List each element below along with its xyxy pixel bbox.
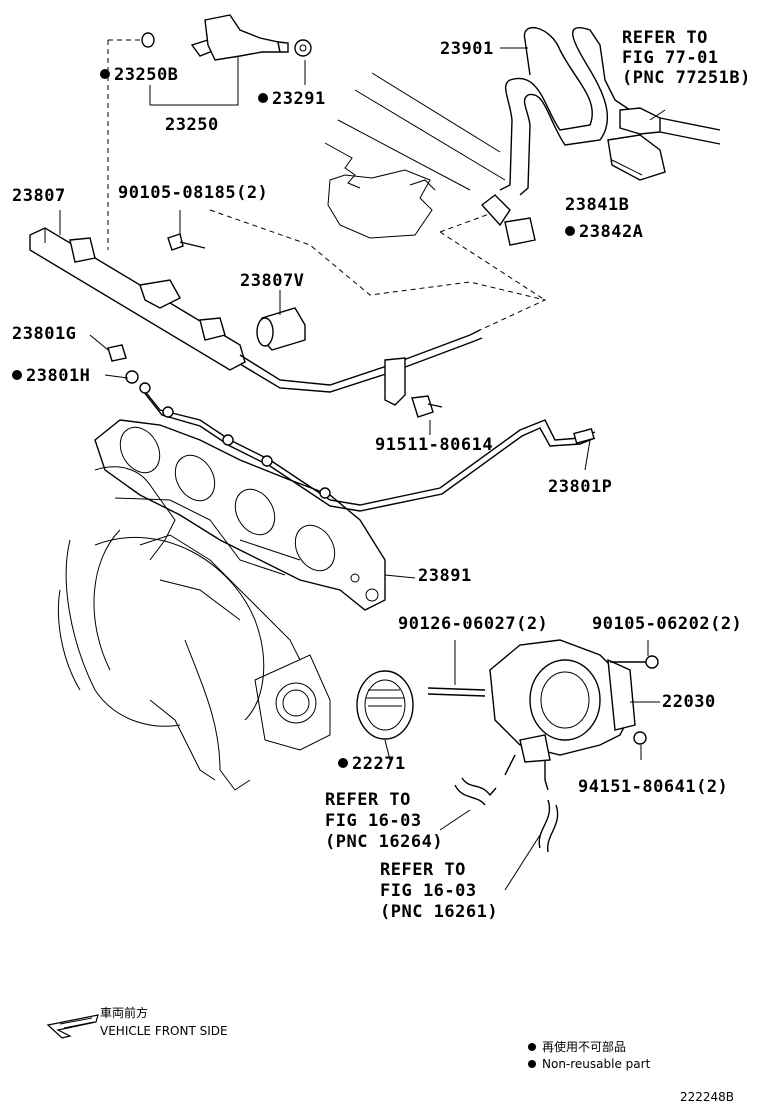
- non-reusable-dot-icon: [100, 69, 110, 79]
- part-label-23841b[interactable]: 23841B: [565, 195, 630, 215]
- part-label-23250[interactable]: 23250: [165, 115, 219, 135]
- delivery-pipe-drawing: [29, 227, 483, 406]
- vehicle-front-label: VEHICLE FRONT SIDE: [100, 1024, 228, 1038]
- non-reusable-legend-jp: 再使用不可部品: [528, 1040, 626, 1055]
- water-hoses-drawing: [454, 777, 559, 853]
- diagram-id: 222248B: [680, 1090, 735, 1104]
- part-label-23891[interactable]: 23891: [418, 566, 472, 586]
- vehicle-front-label-jp: 車両前方: [100, 1006, 149, 1020]
- part-label-90126-06027[interactable]: 90126-06027(2): [398, 614, 549, 634]
- vehicle-front-arrow: [46, 1014, 99, 1039]
- part-label-23801g[interactable]: 23801G: [12, 324, 77, 344]
- non-reusable-legend: Non-reusable part: [528, 1057, 650, 1072]
- reference-dashed-lines: [107, 39, 547, 331]
- damper-drawing: [256, 307, 306, 351]
- fuel-pipe-drawing: [139, 382, 596, 512]
- part-label-94151-80641[interactable]: 94151-80641(2): [578, 777, 729, 797]
- non-reusable-dot-icon: [528, 1043, 536, 1051]
- part-label-23901[interactable]: 23901: [440, 39, 494, 59]
- part-label-23250b[interactable]: 23250B: [100, 66, 178, 84]
- throttle-body-drawing: [427, 639, 659, 791]
- part-label-90105-06202[interactable]: 90105-06202(2): [592, 614, 743, 634]
- small-parts-drawing: [107, 344, 443, 418]
- throttle-gasket-drawing: [356, 670, 414, 740]
- injector-drawing: [141, 14, 312, 61]
- part-label-23291[interactable]: 23291: [258, 90, 326, 108]
- part-label-22271[interactable]: 22271: [338, 755, 406, 773]
- part-label-23801p[interactable]: 23801P: [548, 477, 613, 497]
- leader-lines: [59, 47, 666, 891]
- non-reusable-dot-icon: [258, 93, 268, 103]
- non-reusable-dot-icon: [12, 370, 22, 380]
- non-reusable-dot-icon: [528, 1060, 536, 1068]
- part-label-23801h[interactable]: 23801H: [12, 367, 90, 385]
- intake-manifold-gasket-drawing: [94, 419, 386, 611]
- part-label-90105-08185[interactable]: 90105-08185(2): [118, 183, 269, 203]
- non-reusable-dot-icon: [338, 758, 348, 768]
- refer-fig-16-03-pnc-16261[interactable]: REFER TO FIG 16-03 (PNC 16261): [380, 860, 499, 922]
- fuel-hose-drawing: [480, 27, 721, 246]
- refer-fig-77-01[interactable]: REFER TO FIG 77-01 (PNC 77251B): [622, 28, 751, 88]
- part-label-22030[interactable]: 22030: [662, 692, 716, 712]
- part-label-23807v[interactable]: 23807V: [240, 271, 305, 291]
- engine-outline: [57, 72, 506, 791]
- part-label-23807[interactable]: 23807: [12, 186, 66, 206]
- refer-fig-16-03-pnc-16264[interactable]: REFER TO FIG 16-03 (PNC 16264): [325, 790, 444, 852]
- part-label-91511-80614[interactable]: 91511-80614: [375, 435, 494, 455]
- non-reusable-dot-icon: [565, 226, 575, 236]
- part-label-23842a[interactable]: 23842A: [565, 223, 643, 241]
